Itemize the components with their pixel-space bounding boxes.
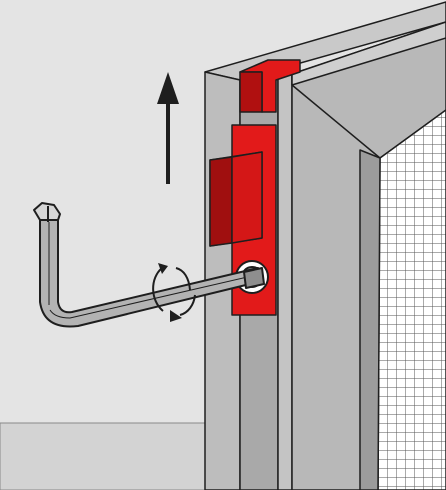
hex-key-icon [33, 202, 265, 328]
rotation-arrow-icon [152, 263, 196, 322]
floor [0, 422, 211, 490]
upward-arrow-icon [157, 72, 179, 184]
insect-mesh [377, 109, 446, 490]
